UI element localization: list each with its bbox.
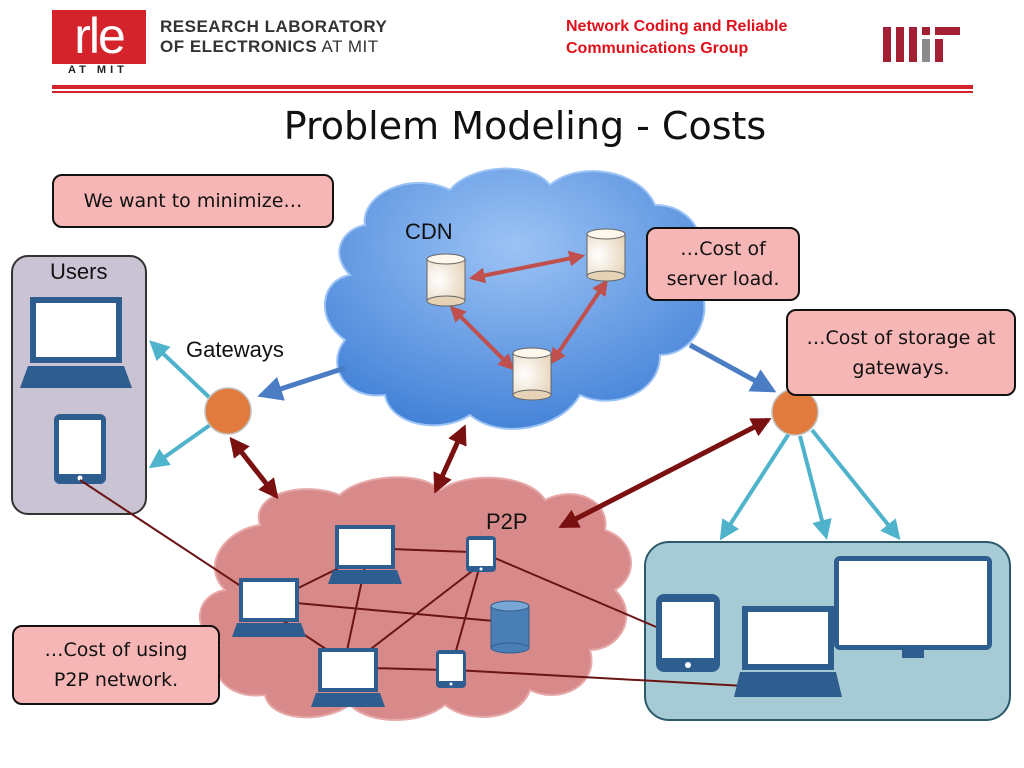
minimize-callout-text: We want to minimize… [83,190,303,212]
left-gateway-node [204,387,252,435]
storage-line2: gateways. [852,356,950,379]
cdn-to-right-gateway-arrow [688,342,777,393]
server-load-line1: …Cost of [680,238,766,260]
lab-name-line2-rest: AT MIT [317,37,379,56]
right-laptop-icon [734,606,842,697]
p2p-cost-line2: P2P network. [53,669,179,691]
gateway-to-laptop2-arrow [798,435,832,540]
header-rule-thin [52,91,973,93]
gateway-to-tablet2-arrow [719,430,792,541]
rle-logo-sub: AT MIT [68,64,128,76]
gateway-to-monitor-arrow [810,428,901,541]
gateway-to-laptop-arrow [149,340,212,400]
p2p-label: P2P [486,509,528,534]
cdn-link-3 [550,279,608,365]
p2p-laptop-icon-3 [311,648,385,707]
p2p-phone-icon-2 [436,650,466,688]
p2p-cost-line1: …Cost of using [44,639,188,661]
minimize-callout: We want to minimize… [52,174,334,228]
right-monitor-icon [834,556,992,658]
p2p-cost-callout: …Cost of using P2P network. [12,625,220,705]
cdn-label: CDN [405,219,453,244]
lab-name-line1: RESEARCH LABORATORY [160,17,388,36]
server-load-callout: …Cost of server load. [646,227,800,301]
cdn-server-icon-2 [586,228,626,282]
users-label: Users [50,259,108,284]
gateways-label: Gateways [186,337,284,362]
header-rule-thick [52,85,973,89]
group-name: Network Coding and Reliable Communicatio… [566,16,787,60]
storage-line1: …Cost of storage at [806,326,996,349]
cdn-p2p-arrow [433,424,467,494]
lab-name-line2: OF ELECTRONICS AT MIT [160,37,379,57]
cdn-link-2 [449,305,515,371]
left-gateway-p2p-arrow [229,436,279,500]
cdn-server-icon-3 [512,347,552,401]
p2p-storage-icon [490,600,530,654]
p2p-laptop-icon-2 [232,578,306,637]
rle-logo: rle [52,10,146,64]
server-load-line2: server load. [666,268,780,290]
storage-callout: …Cost of storage at gateways. [786,309,1016,396]
users-laptop-icon [20,297,132,388]
p2p-phone-icon-1 [466,536,496,572]
right-gateway-p2p-arrow [558,417,772,529]
users-tablet-icon [54,414,106,484]
group-name-line2: Communications Group [566,40,749,57]
gateway-to-tablet-arrow [148,423,212,469]
slide-title: Problem Modeling - Costs [283,104,767,148]
lab-name-line2-bold: OF ELECTRONICS [160,37,318,56]
rle-logo-text: rle [74,8,126,64]
group-name-line1: Network Coding and Reliable [566,18,788,35]
cdn-to-left-gateway-arrow [257,365,346,401]
right-tablet-icon [656,594,720,672]
cdn-link-1 [468,250,586,284]
cdn-server-icon-1 [426,253,466,307]
p2p-laptop-icon-1 [328,525,402,584]
